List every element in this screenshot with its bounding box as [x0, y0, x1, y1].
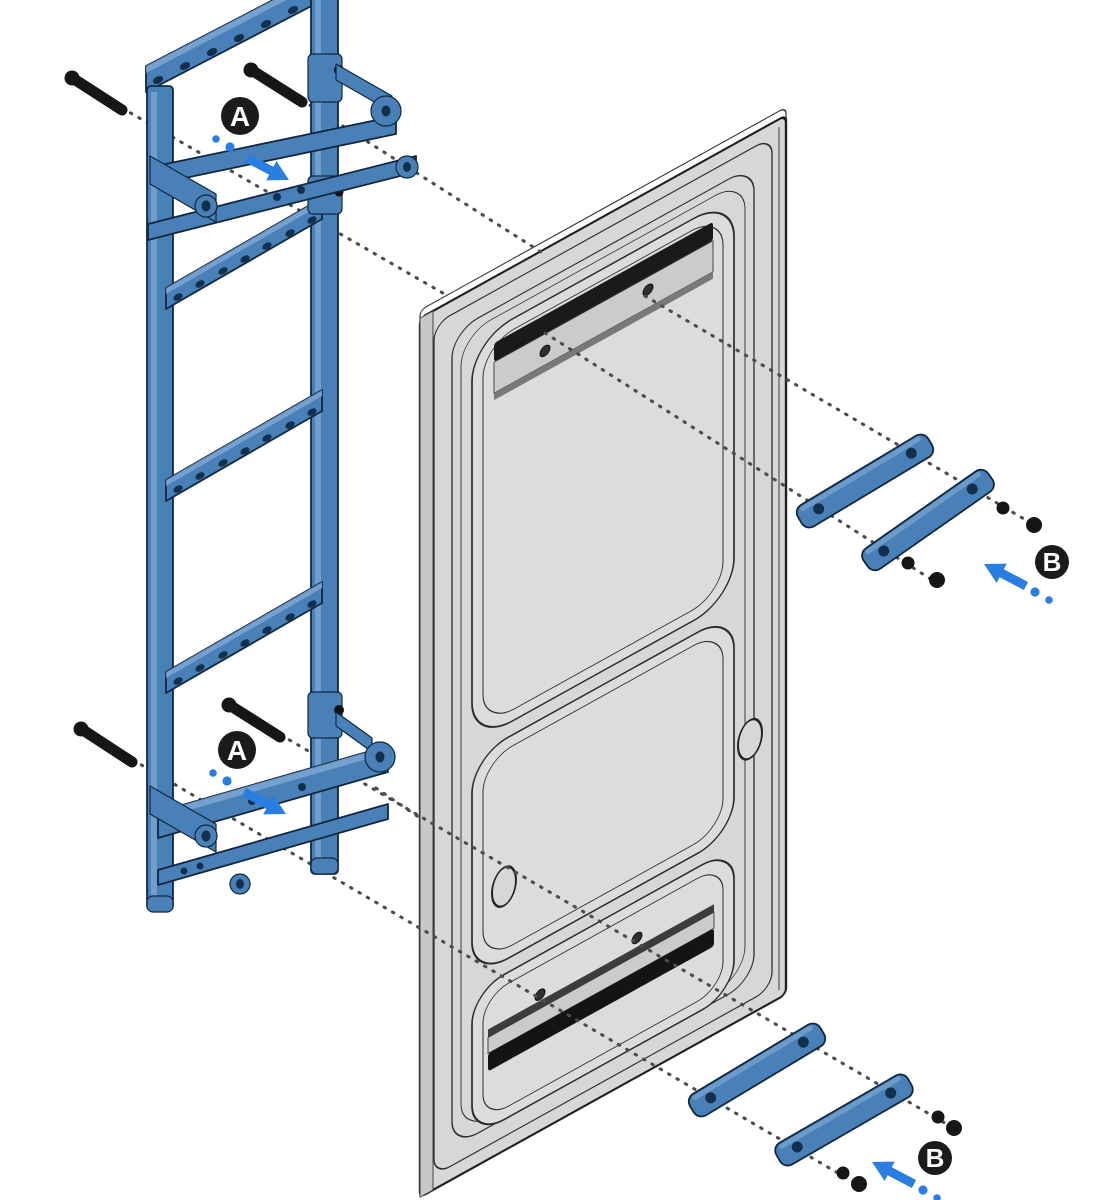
- callout-badge: [221, 97, 259, 135]
- nut: [901, 556, 915, 570]
- door-middle-pocket: [471, 625, 735, 965]
- backing-plates: [687, 433, 995, 1167]
- callout-a-bottom: A: [209, 731, 286, 815]
- callout-badge: [218, 731, 256, 769]
- top-rail-holes: [152, 6, 299, 84]
- callout-label: B: [926, 1143, 945, 1173]
- ladder-rung: [165, 581, 323, 694]
- ladder-bottom-mount-frame: [149, 691, 396, 895]
- ladder-rung: [165, 197, 323, 310]
- backing-plate: [795, 433, 935, 529]
- top-mounting-rail-lip: [494, 271, 713, 401]
- backing-plate: [687, 1022, 827, 1118]
- door-oval-hole-right: [737, 717, 763, 761]
- top-rail-screw-left: [539, 344, 551, 358]
- mounting-bolts: [64, 62, 308, 768]
- door-left-edge: [419, 310, 434, 1198]
- plate-hole: [791, 1141, 803, 1153]
- ladder-left-foot: [146, 895, 174, 913]
- plate-hole: [878, 545, 890, 557]
- backing-plate: [774, 1073, 914, 1167]
- direction-arrow-icon: [984, 563, 1053, 604]
- callout-b-bottom: B: [872, 1141, 952, 1200]
- callout-label: A: [227, 735, 247, 766]
- ladder-right-foot: [310, 857, 339, 875]
- nut: [836, 1166, 850, 1180]
- door-middle-pocket-inner-contour: [482, 640, 724, 950]
- nut: [946, 1120, 962, 1136]
- door-bottom-pocket-inner-contour: [482, 874, 724, 1111]
- plate-hole: [966, 483, 978, 495]
- nut: [851, 1176, 867, 1192]
- ladder-top-mount-frame: [147, 53, 419, 241]
- plate-hole: [705, 1092, 717, 1104]
- backing-plate: [861, 468, 995, 572]
- callout-b-top: B: [984, 545, 1069, 604]
- callouts: A A B: [209, 97, 1069, 1200]
- nut: [929, 572, 945, 588]
- nut: [996, 501, 1010, 515]
- door-top-pocket-inner-contour: [482, 225, 724, 714]
- direction-arrow-icon: [212, 135, 289, 181]
- door-oval-hole-left: [491, 865, 517, 908]
- alignment-guide-line: [374, 786, 422, 820]
- mounting-bolt: [243, 62, 308, 108]
- alignment-guide-line: [300, 98, 543, 254]
- top-mounting-rail: [494, 223, 713, 361]
- callout-badge: [1035, 545, 1069, 579]
- mount-crossbar: [157, 803, 389, 886]
- bottom-mounting-rail-upper-strip: [488, 904, 714, 1038]
- top-rail-screw-right: [642, 283, 654, 297]
- mounting-bolt: [73, 721, 138, 768]
- callout-label: B: [1043, 547, 1062, 577]
- direction-arrow-icon: [209, 769, 286, 815]
- mounting-bolt: [221, 697, 286, 743]
- door-panel: [418, 109, 788, 1198]
- nut: [1026, 517, 1042, 533]
- ladder-rung: [165, 389, 323, 502]
- mounting-bolt: [64, 70, 128, 116]
- rail-clamp: [307, 691, 343, 739]
- callout-a-top: A: [212, 97, 289, 181]
- plate-hole: [813, 503, 825, 515]
- plate-hole: [797, 1036, 809, 1048]
- ladder-top-rail: [145, 0, 326, 93]
- plate-hole: [885, 1087, 897, 1099]
- nut: [931, 1110, 945, 1124]
- callout-label: A: [230, 101, 250, 132]
- ladder: [145, 0, 419, 913]
- nuts: [836, 501, 1042, 1192]
- direction-arrow-icon: [872, 1161, 941, 1200]
- bottom-rail-screw-left: [534, 988, 546, 1001]
- door-flange-contour: [433, 142, 773, 1170]
- alignment-guide-line: [279, 733, 957, 1131]
- callout-badge: [918, 1141, 952, 1175]
- plate-hole: [905, 447, 917, 459]
- bottom-mounting-rail: [488, 929, 714, 1071]
